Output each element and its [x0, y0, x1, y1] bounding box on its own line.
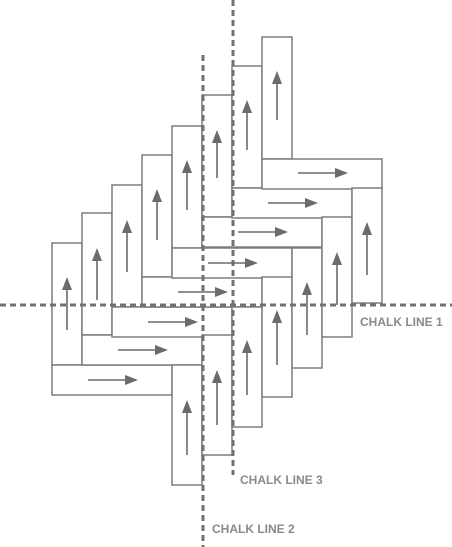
arrow-right-icon — [125, 375, 138, 385]
vertical-plank-7 — [231, 65, 263, 189]
vertical-plank-12 — [261, 276, 293, 398]
arrow-right-icon — [185, 317, 198, 327]
arrow-up-icon — [212, 370, 222, 383]
chalk-line-3-label: CHALK LINE 3 — [240, 473, 323, 487]
arrow-up-icon — [272, 310, 282, 323]
arrow-up-icon — [182, 160, 192, 173]
arrow-up-icon — [122, 220, 132, 233]
horizontal-plank-3 — [111, 306, 233, 338]
vertical-plank-1 — [51, 242, 83, 366]
horizontal-plank-6 — [201, 216, 323, 248]
arrow-right-icon — [155, 345, 168, 355]
horizontal-plank-4 — [141, 276, 263, 308]
vertical-plank-10 — [201, 334, 233, 456]
horizontal-plank-7 — [231, 187, 353, 219]
arrow-up-icon — [92, 248, 102, 261]
arrow-right-icon — [335, 168, 348, 178]
arrow-up-icon — [272, 71, 282, 84]
arrow-up-icon — [242, 340, 252, 353]
arrow-up-icon — [302, 282, 312, 295]
arrow-up-icon — [212, 130, 222, 143]
horizontal-plank-1 — [51, 364, 173, 396]
arrow-right-icon — [305, 198, 318, 208]
vertical-plank-2 — [81, 212, 113, 336]
arrow-up-icon — [362, 222, 372, 235]
arrow-up-icon — [152, 189, 162, 202]
chalk-line-1-label: CHALK LINE 1 — [360, 315, 443, 329]
vertical-plank-13 — [291, 247, 323, 369]
vertical-plank-14 — [321, 216, 353, 338]
arrow-right-icon — [215, 287, 228, 297]
vertical-plank-15 — [351, 187, 383, 304]
horizontal-plank-8 — [261, 158, 383, 190]
arrow-up-icon — [332, 252, 342, 265]
arrow-up-icon — [242, 100, 252, 113]
vertical-plank-3 — [111, 184, 143, 308]
chalk-line-2-label: CHALK LINE 2 — [212, 522, 295, 536]
vertical-plank-6 — [201, 94, 233, 218]
arrow-up-icon — [182, 400, 192, 413]
arrow-right-icon — [275, 227, 288, 237]
vertical-plank-8 — [261, 36, 293, 160]
horizontal-plank-2 — [81, 334, 203, 366]
vertical-plank-4 — [141, 154, 173, 278]
vertical-plank-5 — [171, 125, 203, 249]
vertical-plank-9 — [171, 364, 203, 486]
arrow-right-icon — [245, 258, 258, 268]
arrow-up-icon — [62, 277, 72, 290]
vertical-plank-11 — [231, 306, 263, 428]
